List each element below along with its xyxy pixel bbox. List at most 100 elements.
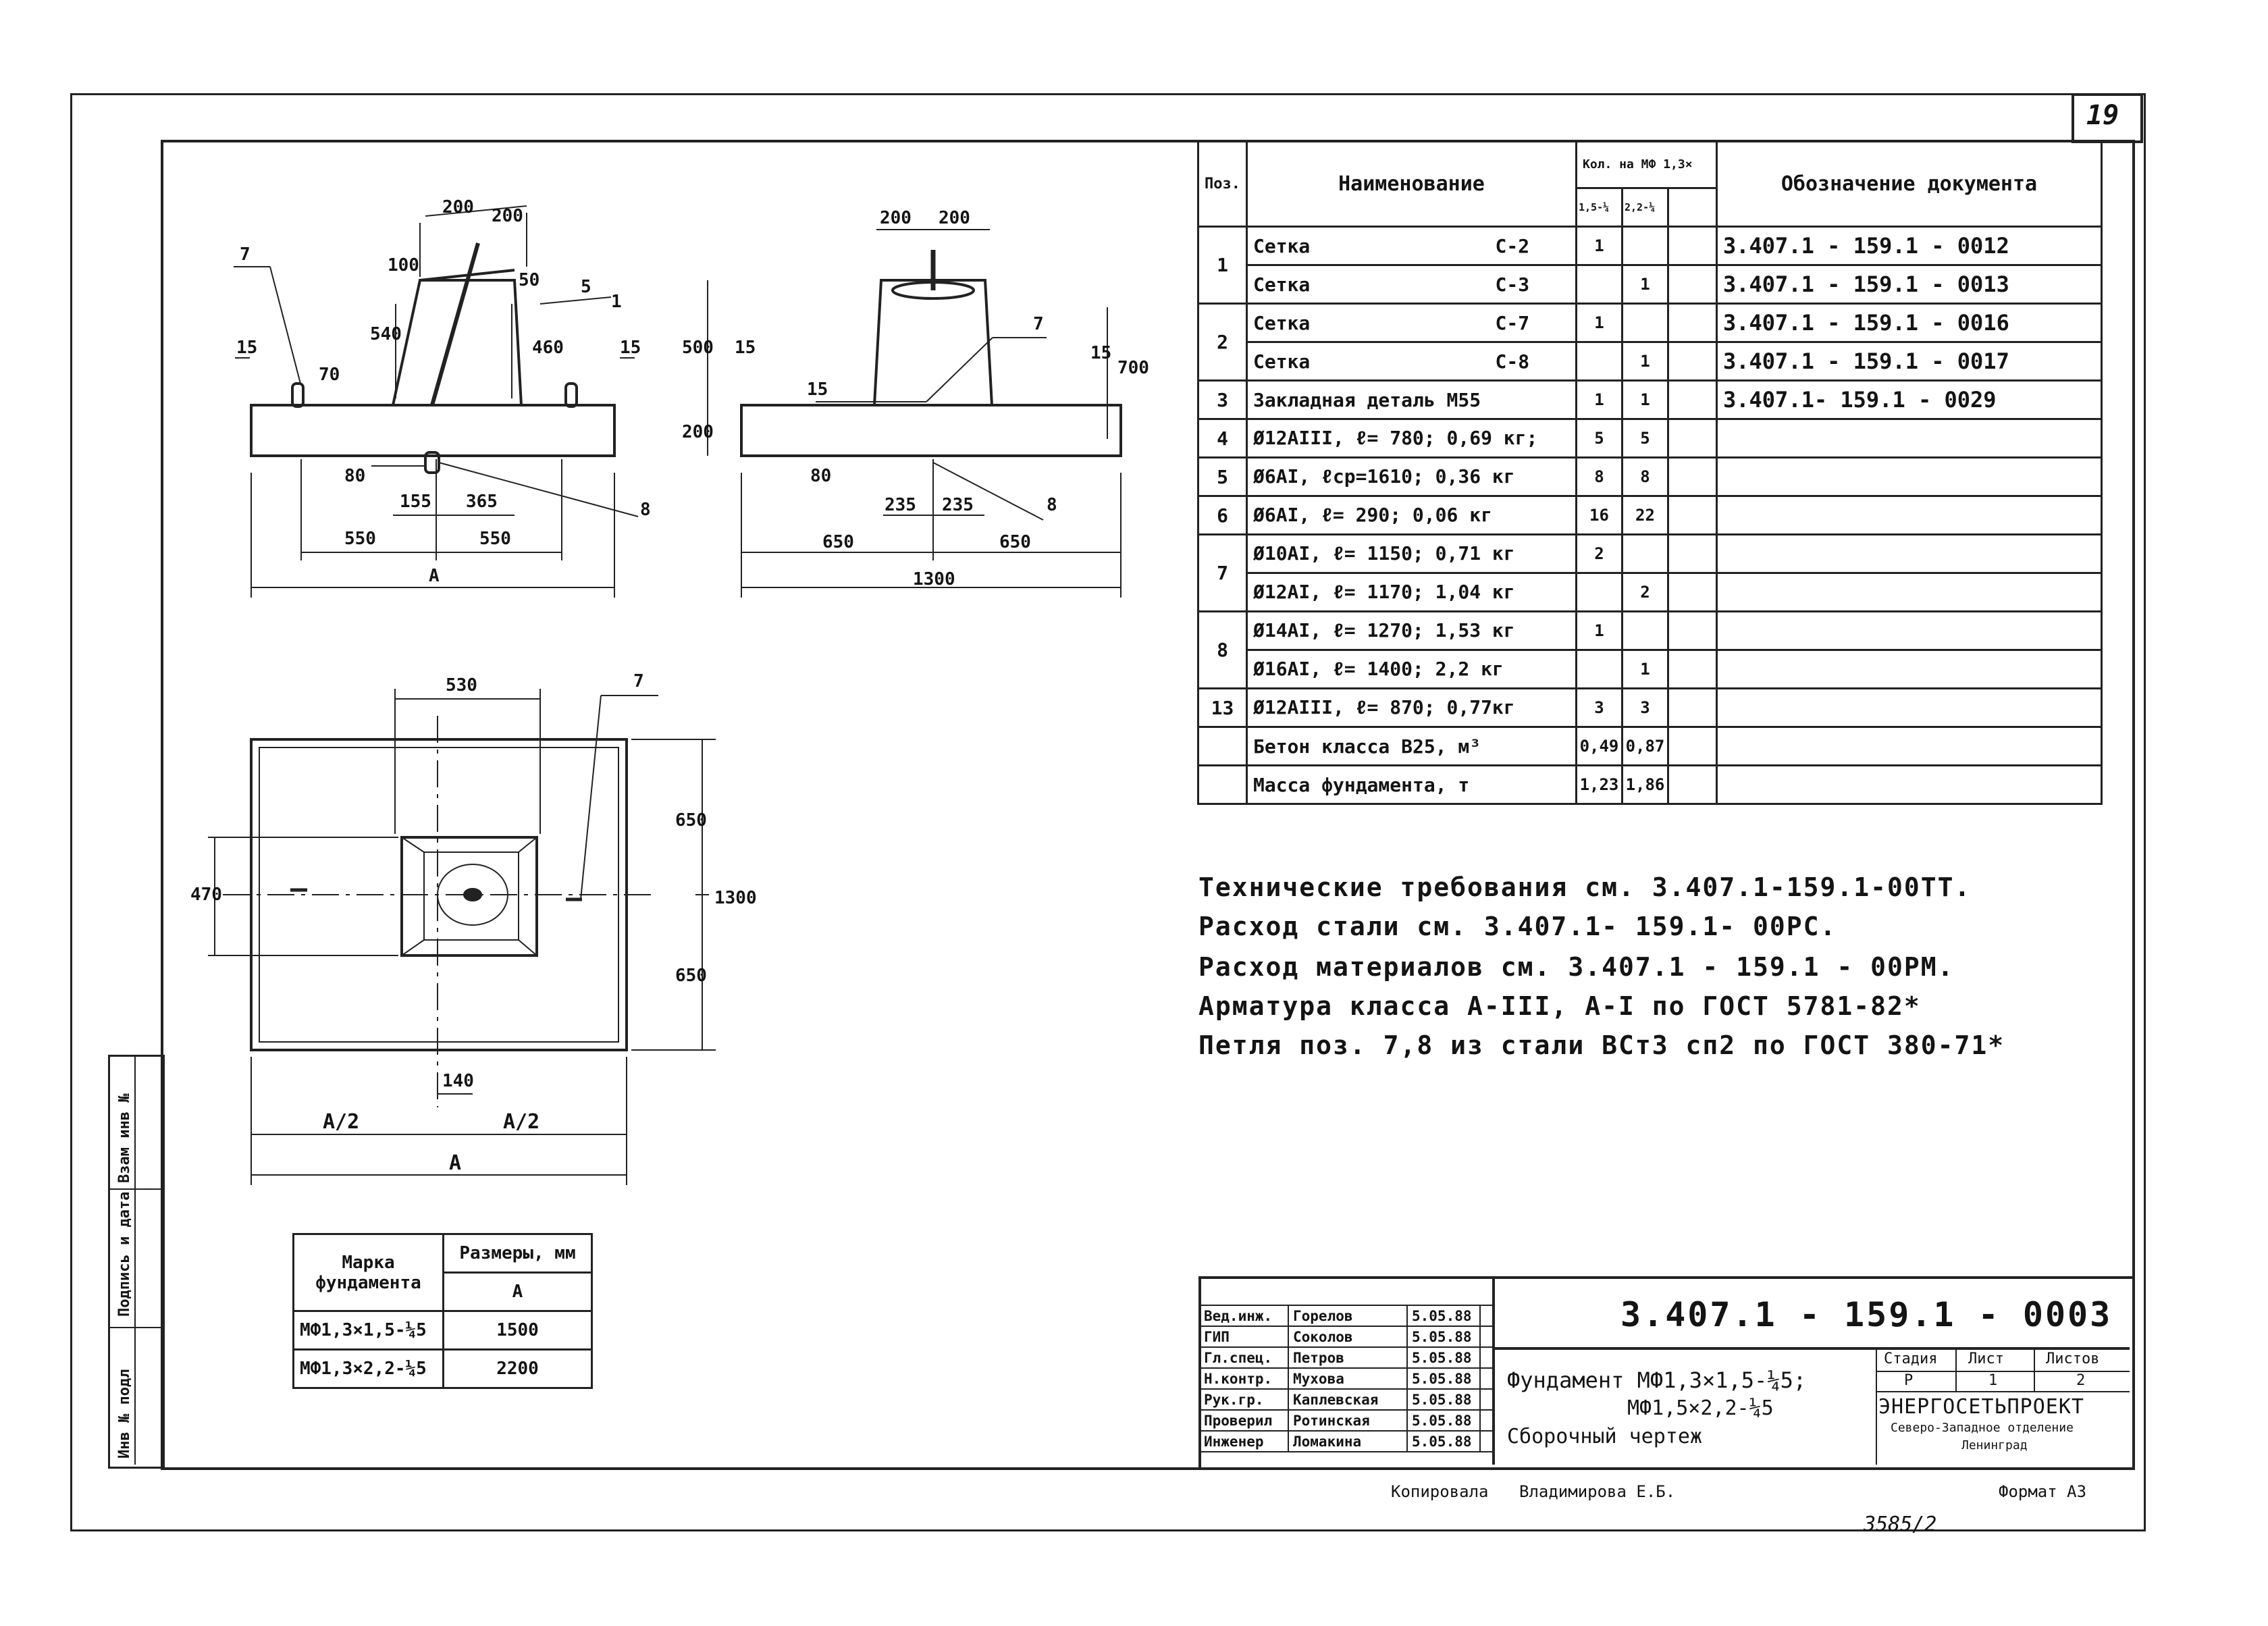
parts-cell-qty: 1 [1620,649,1669,689]
stage-label: Стадия [1884,1350,1938,1367]
signature-date: 5.05.88 [1406,1346,1481,1369]
parts-table: Поз. Наименование Кол. на МФ 1,3× Обозна… [1197,140,2103,805]
parts-cell-doc: 3.407.1 - 159.1 - 0017 [1715,341,2103,382]
parts-cell-qty: 8 [1575,456,1623,497]
sheets-value: 2 [2076,1372,2086,1389]
note-4: Арматура класса А-III, А-I по ГОСТ 5781-… [1198,991,1921,1021]
parts-cell-pos: 13 [1197,687,1248,728]
signature-date: 5.05.88 [1406,1305,1481,1327]
signature-role: Гл.спец. [1198,1346,1289,1369]
size-row-mark: МФ1,3×1,5-¼5 [292,1310,444,1350]
front-dim-15-left: 15 [236,338,258,358]
signature-name: Ротинская [1288,1409,1408,1432]
side-stamp [108,1055,165,1469]
note-2: Расход стали см. 3.407.1- 159.1- 00РС. [1198,912,1837,941]
parts-cell-qty: 1 [1620,341,1669,382]
parts-cell-qty [1575,649,1623,689]
parts-cell-doc [1715,495,2103,535]
front-dim-460: 460 [532,338,564,358]
signature-name: Горелов [1288,1305,1408,1327]
parts-cell-pos [1197,726,1248,766]
side-dim-80: 80 [810,466,832,486]
parts-cell-mark: С-8 [1489,341,1577,382]
front-dim-15-right: 15 [620,338,641,358]
plan-dim-overall-right: 1300 [714,888,757,908]
side-dim-15-mid: 15 [807,379,828,400]
parts-cell-name: Сетка [1245,303,1490,343]
parts-cell-doc [1715,726,2103,766]
parts-cell-name: Ø12АIII, ℓ= 870; 0,77кг [1245,687,1577,728]
hdr-name: Наименование [1245,140,1577,228]
parts-cell-qty [1575,572,1623,612]
size-subhdr: А [442,1271,593,1312]
size-row-value: 1500 [442,1310,593,1350]
parts-cell-qty: 5 [1620,418,1669,458]
signature-name: Каплевская [1288,1388,1408,1411]
parts-cell-qty [1575,341,1623,382]
title-line1: Фундамент МФ1,3×1,5-¼5; [1507,1367,1807,1393]
parts-cell-qty [1620,610,1669,651]
parts-cell-qty: 2 [1620,572,1669,612]
parts-cell-qty: 22 [1620,495,1669,535]
signature-date: 5.05.88 [1406,1367,1481,1390]
parts-cell-doc [1715,418,2103,458]
parts-cell-qty: 1 [1575,226,1623,266]
parts-cell-qty [1620,533,1669,574]
parts-cell-name: Ø12АIII, ℓ= 780; 0,69 кг; [1245,418,1577,458]
signature-date: 5.05.88 [1406,1409,1481,1432]
side-dim-200: 200 [682,422,714,442]
front-base-slab [250,404,616,457]
size-hdr-size: Размеры, мм [442,1233,593,1274]
parts-cell-doc: 3.407.1 - 159.1 - 0013 [1715,264,2103,305]
parts-cell-doc: 3.407.1- 159.1 - 0029 [1715,379,2103,420]
signature-name: Мухова [1288,1367,1408,1390]
front-dim-80: 80 [344,466,366,486]
signature-name: Соколов [1288,1326,1408,1348]
side-dim-235-left: 235 [885,495,916,515]
parts-cell-pos: 3 [1197,379,1248,420]
parts-cell-doc [1715,649,2103,689]
org-name: ЭНЕРГОСЕТЬПРОЕКТ [1878,1395,2084,1419]
note-3: Расход материалов см. 3.407.1 - 159.1 - … [1198,952,1955,982]
signature-date: 5.05.88 [1406,1430,1481,1452]
signature-role: Проверил [1198,1409,1289,1432]
front-dim-155: 155 [400,492,431,512]
parts-cell-qty [1620,303,1669,343]
front-column [392,279,523,406]
front-dim-365: 365 [466,492,498,512]
parts-cell-qty: 1,86 [1620,764,1669,805]
side-dim-top-1: 200 [880,208,912,228]
parts-cell-name: Ø16АI, ℓ= 1400; 2,2 кг [1245,649,1577,689]
size-row-mark: МФ1,3×2,2-¼5 [292,1348,444,1389]
side-callout-7: 7 [1033,314,1044,334]
sheet-value: 1 [1988,1372,1998,1389]
parts-cell-doc [1715,456,2103,497]
parts-cell-doc: 3.407.1 - 159.1 - 0012 [1715,226,2103,266]
title-line2: МФ1,5×2,2-¼5 [1627,1396,1774,1420]
parts-cell-doc [1715,687,2103,728]
front-dim-70: 70 [319,365,340,385]
parts-cell-qty: 1 [1620,264,1669,305]
front-dim-540: 540 [370,324,402,344]
parts-cell-qty: 1 [1575,379,1623,420]
front-slope: 5 [581,277,591,297]
parts-cell-pos: 5 [1197,456,1248,497]
front-dim-top-2: 200 [492,206,523,226]
parts-cell-name: Закладная деталь М55 [1245,379,1577,420]
title-line3: Сборочный чертеж [1507,1425,1702,1448]
footer-copier-name: Владимирова Е.Б. [1519,1482,1676,1501]
org-city: Ленинград [1961,1438,2028,1452]
side-dim-235-right: 235 [942,495,974,515]
parts-cell-name: Ø6АI, ℓ= 290; 0,06 кг [1245,495,1577,535]
plan-column-outline [400,836,538,957]
parts-cell-qty: 0,87 [1620,726,1669,766]
side-dim-650-right: 650 [999,532,1031,552]
